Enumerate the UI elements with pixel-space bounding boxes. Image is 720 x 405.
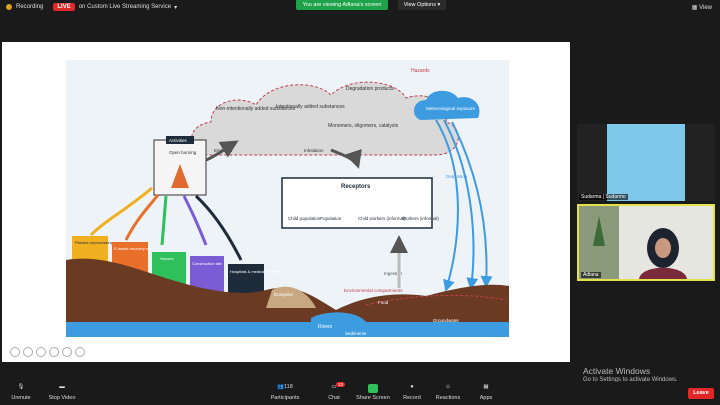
deposition-label: Deposition [446,174,468,179]
meeting-topbar: Recording LIVE on Custom Live Streaming … [0,0,720,18]
dumpsite-label: Dumpsite [274,292,294,297]
monomers-label: Monomers, oligomers, catalysts [328,123,399,129]
degradation-label: Degradation products [346,86,394,92]
record-label: Record [403,395,421,401]
chat-badge: 13 [335,382,345,387]
grid-icon: ▦ [691,5,698,11]
shared-poster-image [607,124,685,201]
view-options-button[interactable]: View Options ▾ [398,0,446,10]
microphone-muted-icon: 🎙 [17,384,25,390]
receptor-item: Child population [288,216,321,221]
leave-button[interactable]: Leave [688,388,714,399]
slideshow-controls [10,347,85,357]
source-label: Houses [160,256,174,261]
receptor-item: Population [320,216,342,221]
ingestion-label: Ingestion [384,271,403,276]
more-options-button[interactable] [75,347,85,357]
viewing-banner: You are viewing Adlana's screen [296,0,388,10]
participants-icon: 👥118 [277,384,293,390]
apps-button[interactable]: ▦ Apps [476,384,496,401]
open-burning-label: Open burning [169,150,197,155]
intentional-label: Intentionally added substances [276,104,345,110]
video-camera-icon: ▬ [59,384,65,390]
source-label: E-waste recovery site [114,246,153,251]
chevron-down-icon: ▾ [174,4,178,11]
next-slide-button[interactable] [23,347,33,357]
unmute-button[interactable]: 🎙 Unmute [8,384,34,401]
participant-name: Adlana [581,272,601,278]
pen-tool-button[interactable] [36,347,46,357]
rivers-label: Rivers [318,324,333,330]
participants-button[interactable]: 👥118 Participants [268,384,302,401]
chat-icon: ▭13 [331,382,345,390]
shared-screen: Hazards Non-intentionally added substanc… [2,42,570,362]
stop-video-label: Stop Video [48,395,76,401]
apps-icon: ▦ [483,384,489,390]
receptors-label: Receptors [341,184,371,190]
reactions-icon: ☺ [445,384,451,390]
exposure-pathways-diagram: Hazards Non-intentionally added substanc… [66,60,509,337]
participant-name: Sudarma | Sudarmo [579,194,628,200]
previous-slide-button[interactable] [10,347,20,357]
recording-status[interactable]: Recording LIVE on Custom Live Streaming … [6,3,177,11]
record-button[interactable]: ⏺ Record [402,384,422,401]
receptor-item: Child workers (informal) [358,216,406,221]
slide-diagram: Hazards Non-intentionally added substanc… [66,60,509,337]
env-compartments-label: Environmental compartments [344,288,403,293]
source-label: Hospitals & medical centres [230,269,279,274]
speaker-video [579,206,713,279]
hazards-label: Hazards [411,68,430,74]
active-speaker-video-tile[interactable]: Adlana [577,204,715,281]
receptor-item: Workers (informal) [402,216,439,221]
unmute-label: Unmute [11,395,31,401]
source-label: Construction site [192,261,223,266]
stream-label: on Custom Live Streaming Service [78,4,172,10]
chat-label: Chat [328,395,340,401]
activate-title: Activate Windows [583,366,651,376]
share-screen-button[interactable]: Share Screen [356,384,390,401]
stop-video-button[interactable]: ▬ Stop Video [46,384,78,401]
share-screen-icon [368,384,378,393]
groundwater-label: Groundwater [433,318,460,323]
reactions-button[interactable]: ☺ Reactions [434,384,462,401]
record-icon: ⏺ [410,384,414,390]
recording-label: Recording [16,4,44,10]
reactions-label: Reactions [435,395,461,401]
apps-label: Apps [479,395,493,401]
chat-button[interactable]: ▭13 Chat [324,382,345,401]
participant-count: 118 [284,384,293,390]
zoom-button[interactable] [62,347,72,357]
live-badge[interactable]: LIVE [53,3,75,11]
view-options-label: View Options [403,2,436,8]
view-label: View [699,5,712,11]
non-intentional-label: Non-intentionally added substances [216,106,296,112]
activate-windows-watermark: Activate Windows Go to Settings to activ… [583,366,678,383]
recording-icon [6,4,12,10]
source-label: Plastics reprocessing [75,240,113,245]
meteorological-label: Meteorological exposure [426,106,476,111]
stream-service-dropdown[interactable]: on Custom Live Streaming Service ▾ [79,4,177,11]
view-button[interactable]: ▦ View [692,4,712,11]
participants-label: Participants [270,395,300,401]
activities-label: Activities [169,138,188,143]
food-label: Food [378,300,389,305]
activate-subtitle: Go to Settings to activate Windows. [583,377,678,383]
crops-label: Crops [421,288,434,293]
slides-grid-button[interactable] [49,347,59,357]
share-screen-label: Share Screen [356,395,390,401]
fire-icon [171,164,189,188]
sediments-label: Sediments [345,331,367,336]
participant-video-tile[interactable]: Sudarma | Sudarmo [577,124,715,201]
inhalation-label: Inhalation [304,148,324,153]
meeting-toolbar: 🎙 Unmute ▬ Stop Video 👥118 Participants … [0,382,720,405]
